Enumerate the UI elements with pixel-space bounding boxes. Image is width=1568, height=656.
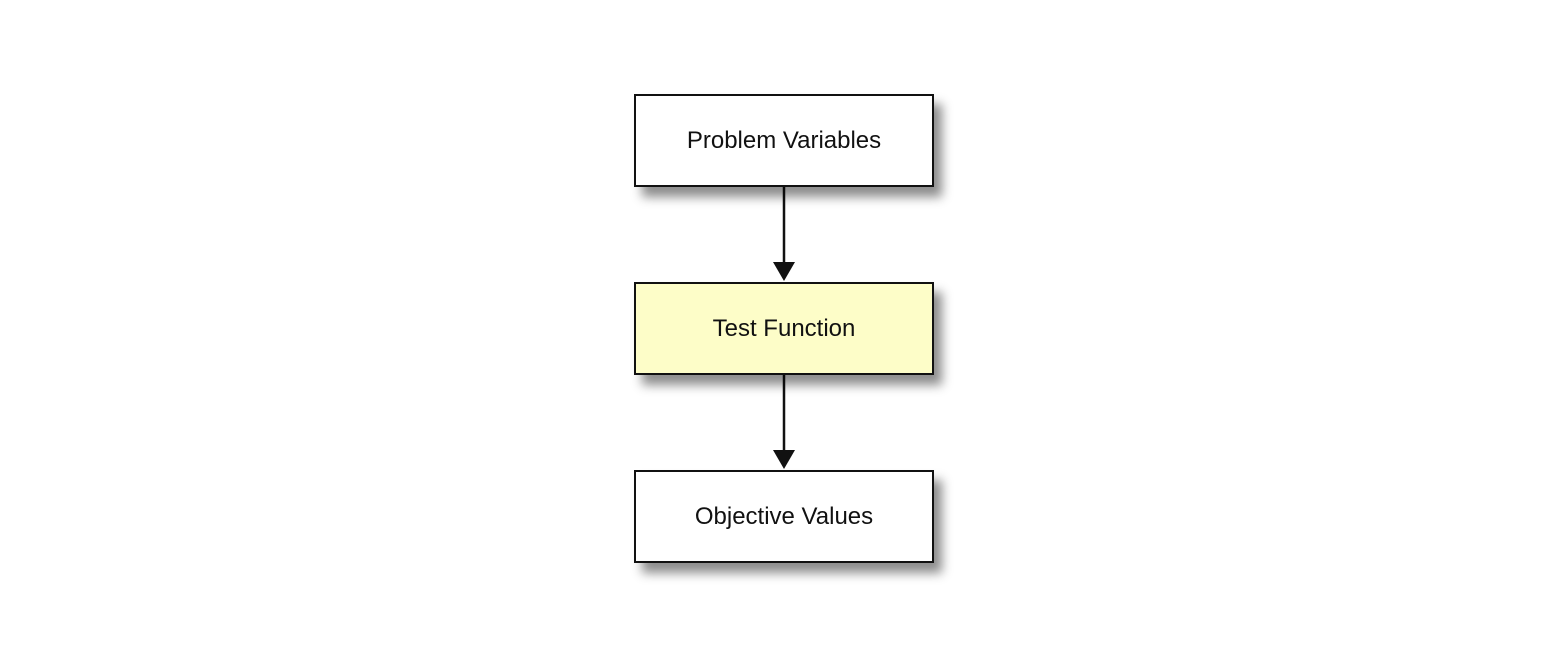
problem-variables-node: Problem Variables: [634, 94, 934, 187]
test-function-label: Test Function: [712, 314, 856, 342]
test-function-node: Test Function: [634, 282, 934, 375]
objective-values-node: Objective Values: [634, 470, 934, 563]
arrow-problem-to-test: [773, 187, 795, 281]
problem-variables-label: Problem Variables: [686, 126, 882, 154]
arrow-test-to-objective: [773, 375, 795, 469]
objective-values-label: Objective Values: [694, 502, 874, 530]
